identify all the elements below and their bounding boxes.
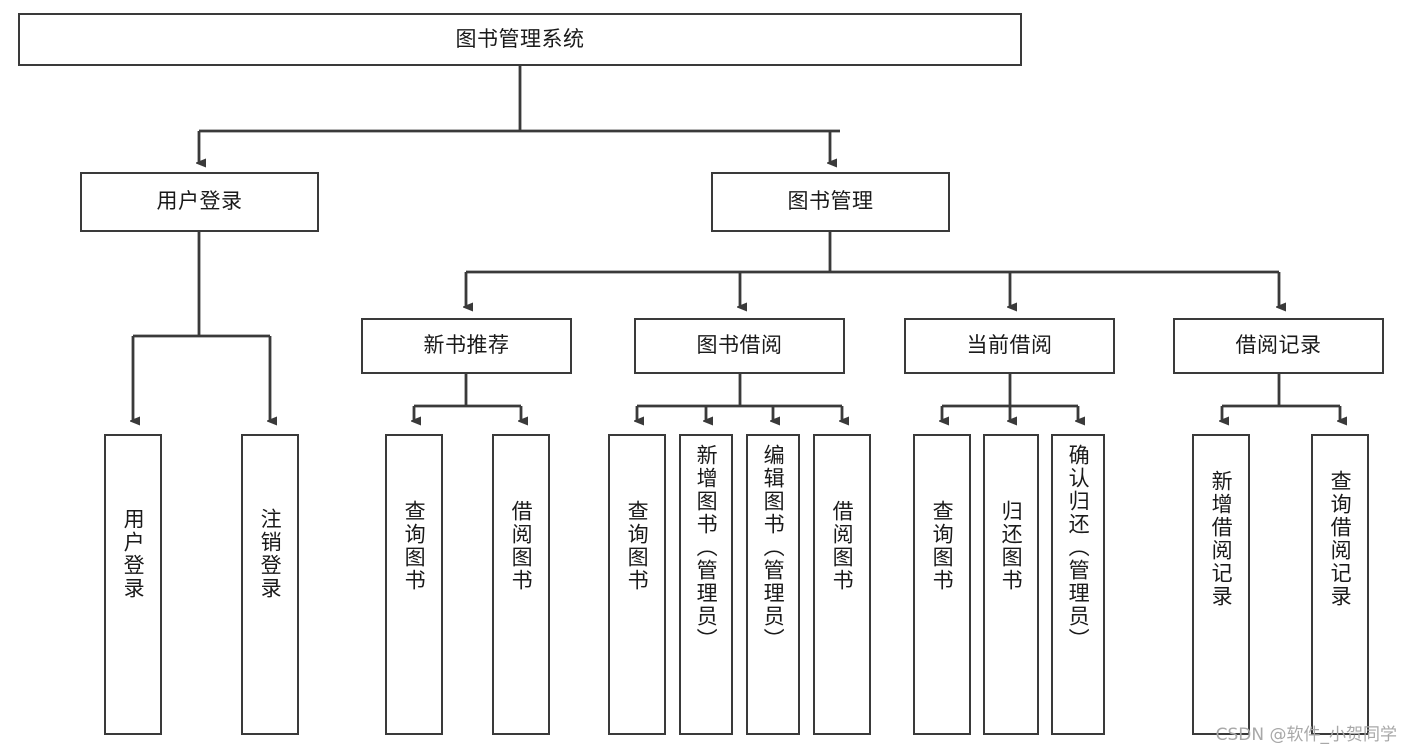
leaf-user-login-login[interactable]: 用户登录 — [104, 434, 162, 735]
leaf-user-login-logout[interactable]: 注销登录 — [241, 434, 299, 735]
node-label: 确认归还（管理员） — [1066, 444, 1091, 651]
leaf-borrow-record-add-record[interactable]: 新增借阅记录 — [1192, 434, 1250, 735]
leaf-book-borrow-query-book[interactable]: 查询图书 — [608, 434, 666, 735]
node-new-book-recommend[interactable]: 新书推荐 — [361, 318, 572, 374]
node-label: 注销登录 — [258, 508, 283, 600]
node-label: 图书管理系统 — [455, 26, 585, 51]
node-label: 查询借阅记录 — [1328, 470, 1353, 608]
leaf-current-borrow-confirm-return-admin[interactable]: 确认归还（管理员） — [1051, 434, 1105, 735]
leaf-book-borrow-edit-book-admin[interactable]: 编辑图书（管理员） — [746, 434, 800, 735]
leaf-new-book-borrow-book[interactable]: 借阅图书 — [492, 434, 550, 735]
node-label: 用户登录 — [121, 508, 146, 600]
leaf-book-borrow-borrow-book[interactable]: 借阅图书 — [813, 434, 871, 735]
node-label: 新增借阅记录 — [1209, 470, 1234, 608]
node-borrow-record[interactable]: 借阅记录 — [1173, 318, 1384, 374]
node-label: 归还图书 — [999, 500, 1024, 592]
node-label: 用户登录 — [156, 189, 243, 214]
node-label: 当前借阅 — [966, 333, 1053, 358]
leaf-borrow-record-query-record[interactable]: 查询借阅记录 — [1311, 434, 1369, 735]
node-user-login[interactable]: 用户登录 — [80, 172, 319, 232]
node-label: 新增图书（管理员） — [694, 444, 719, 651]
node-label: 编辑图书（管理员） — [761, 444, 786, 651]
node-label: 新书推荐 — [423, 333, 510, 358]
leaf-new-book-query-book[interactable]: 查询图书 — [385, 434, 443, 735]
node-label: 图书借阅 — [696, 333, 783, 358]
node-label: 图书管理 — [787, 189, 874, 214]
node-label: 借阅图书 — [509, 500, 534, 592]
leaf-book-borrow-add-book-admin[interactable]: 新增图书（管理员） — [679, 434, 733, 735]
node-label: 查询图书 — [402, 500, 427, 592]
node-label: 查询图书 — [930, 500, 955, 592]
node-current-borrow[interactable]: 当前借阅 — [904, 318, 1115, 374]
node-book-borrow[interactable]: 图书借阅 — [634, 318, 845, 374]
csdn-watermark: CSDN @软件_小贺同学 — [1215, 725, 1397, 745]
leaf-current-borrow-query-book[interactable]: 查询图书 — [913, 434, 971, 735]
node-label: 借阅记录 — [1235, 333, 1322, 358]
node-root-book-management-system[interactable]: 图书管理系统 — [18, 13, 1022, 66]
node-label: 查询图书 — [625, 500, 650, 592]
node-label: 借阅图书 — [830, 500, 855, 592]
leaf-current-borrow-return-book[interactable]: 归还图书 — [983, 434, 1039, 735]
node-book-management[interactable]: 图书管理 — [711, 172, 950, 232]
